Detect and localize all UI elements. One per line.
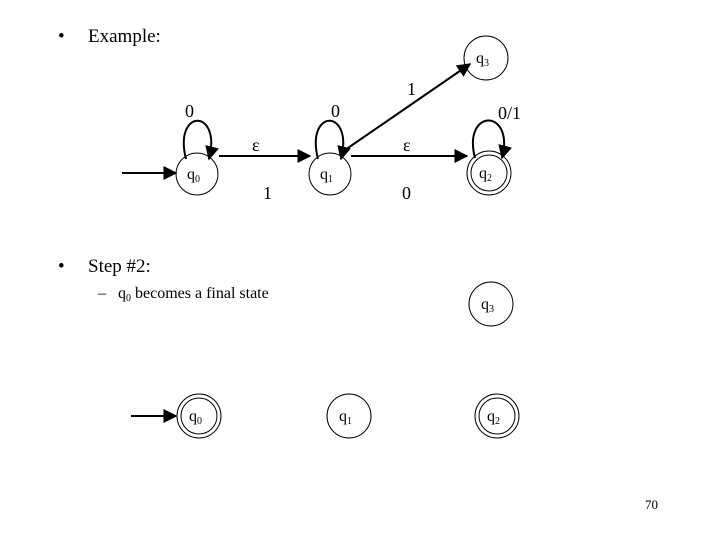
bullet-text-step2: Step #2: <box>88 256 151 277</box>
d2-state-q2-circle-inner <box>478 397 516 435</box>
d2-state-q2-label: q2 <box>487 408 500 427</box>
d1-label-loop-q2: 0/1 <box>498 103 522 123</box>
bullet-text-example: Example: <box>88 26 161 47</box>
d2-state-q0-circle-inner <box>180 397 218 435</box>
d1-label-q2-q1: 0 <box>402 183 411 203</box>
d1-state-q3-label: q3 <box>476 50 489 69</box>
d2-state-q0-circle-outer <box>176 393 222 439</box>
bullet-marker-2: • <box>58 256 65 277</box>
d2-state-q1-circle <box>326 393 372 439</box>
sub-bullet-marker: – <box>98 285 106 302</box>
d1-label-q1-q0: 1 <box>263 183 272 203</box>
d2-state-q3-label: q3 <box>481 296 494 315</box>
d1-state-q2-label: q2 <box>479 165 492 184</box>
d1-state-q3-circle <box>463 35 509 81</box>
d1-label-eps-q0-q1: ε <box>252 135 260 155</box>
d2-state-q0-label: q0 <box>189 408 202 427</box>
d1-loop-q1 <box>314 119 351 161</box>
d1-label-q1-q3: 1 <box>407 79 416 99</box>
d2-state-q2-circle-outer <box>474 393 520 439</box>
d1-state-q2-circle-inner <box>470 154 508 192</box>
d1-state-q0-circle <box>175 152 219 196</box>
bullet-marker-1: • <box>58 26 65 47</box>
d1-edge-q1-q3 <box>344 63 472 151</box>
d1-state-q1-circle <box>308 152 352 196</box>
page-number: 70 <box>645 497 658 512</box>
d1-state-q0-label: q0 <box>187 166 200 185</box>
d1-state-q1-label: q1 <box>320 166 333 185</box>
d2-state-q1-label: q1 <box>339 408 352 427</box>
d1-loop-q2 <box>472 119 512 160</box>
sub-bullet-text: q0 becomes a final state <box>118 285 269 304</box>
d2-state-q3-circle <box>468 281 514 327</box>
d1-label-loop-q0: 0 <box>185 101 194 121</box>
d1-state-q2-circle-outer <box>466 150 512 196</box>
d1-loop-q0 <box>182 119 219 161</box>
d1-label-loop-q1: 0 <box>331 101 340 121</box>
d1-label-eps-q1-q2: ε <box>403 135 411 155</box>
